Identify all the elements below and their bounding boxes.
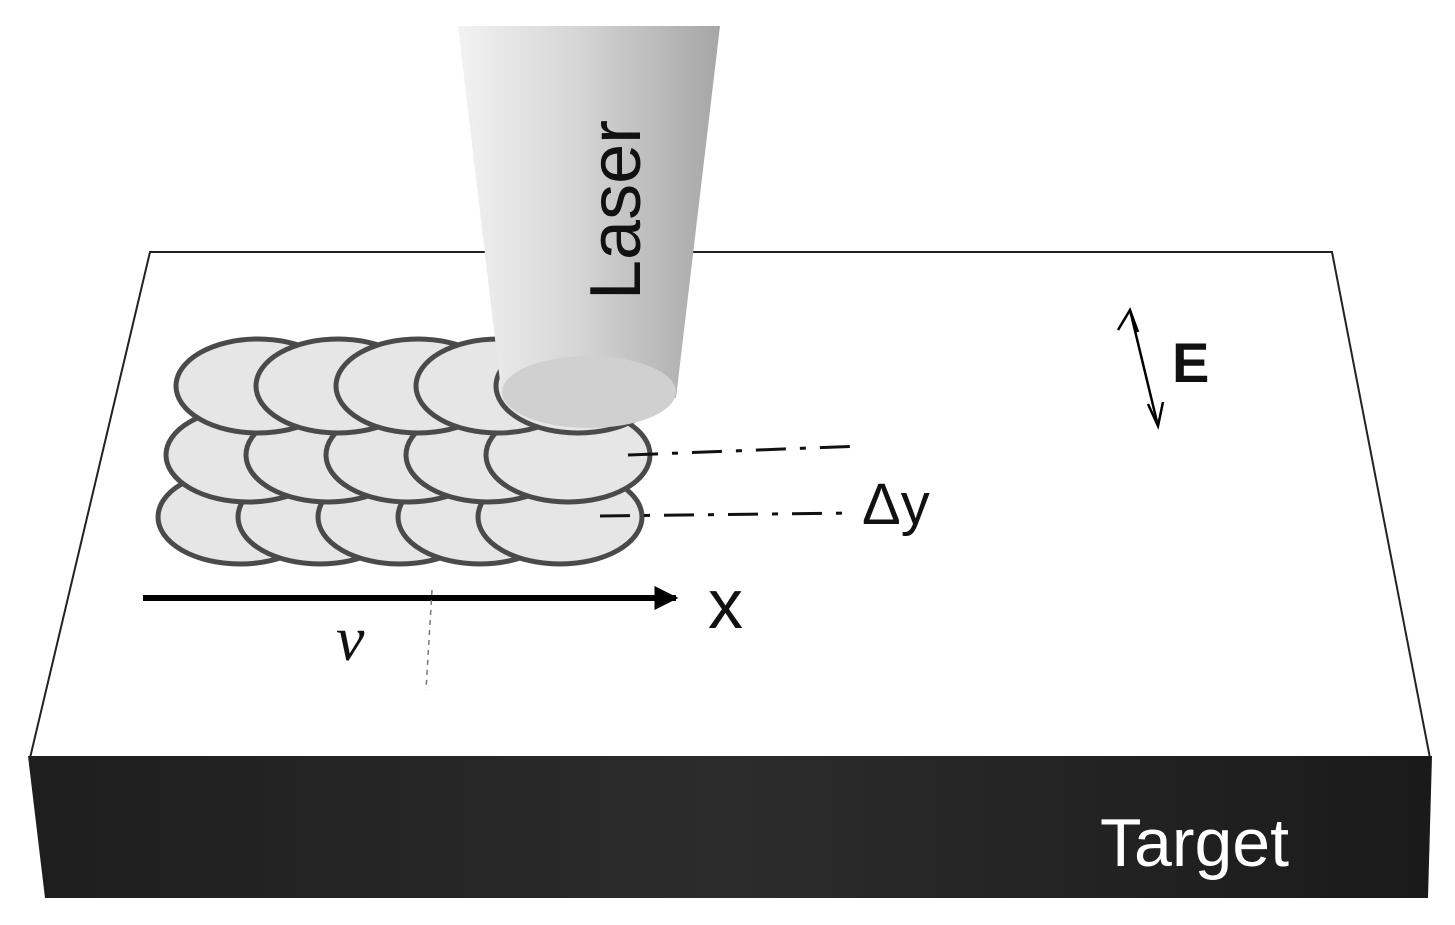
line-spacing-label: Δy [862,472,930,537]
laser-spot-focus [502,356,676,428]
laser-label: Laser [576,120,656,300]
line-spacing-markers: Δy [599,444,930,537]
double-arrow-icon [1128,309,1160,427]
scan-axis-label: x [708,565,743,643]
scan-tick [425,589,433,691]
spacing-line-upper [627,444,863,457]
field-label: E [1172,331,1209,394]
target-label: Target [1100,805,1289,881]
laser-cone [458,26,720,398]
slab-front-face [28,756,1432,898]
laser-beam: Laser [458,26,720,428]
scan-direction: x v [143,565,743,691]
polarization-indicator: E [1116,307,1209,430]
velocity-label: v [336,603,365,674]
spacing-line-lower [599,511,853,518]
